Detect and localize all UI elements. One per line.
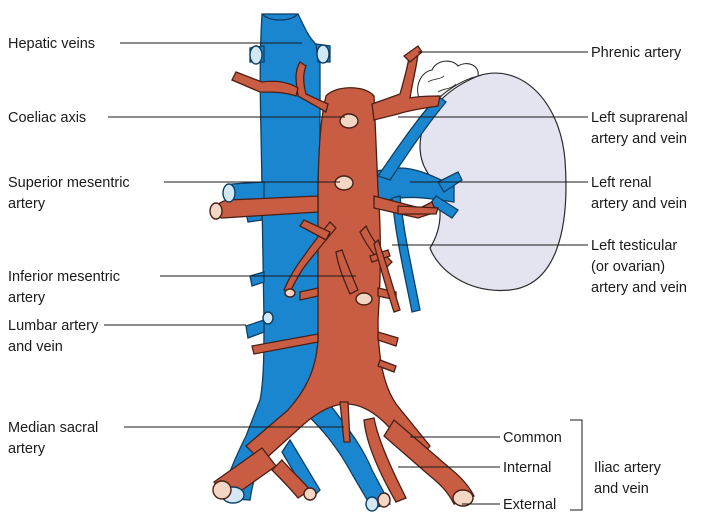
label-phrenic-artery: Phrenic artery bbox=[591, 45, 682, 61]
label-suprarenal: Left suprarenal bbox=[591, 110, 688, 126]
label-inferior-mesenteric: Inferior mesentric bbox=[8, 269, 120, 285]
label-superior-mesenteric: Superior mesentric bbox=[8, 175, 130, 191]
label-lumbar-2: and vein bbox=[8, 339, 63, 355]
label-renal-2: artery and vein bbox=[591, 196, 687, 212]
label-testicular: Left testicular bbox=[591, 238, 677, 254]
label-median-sacral-2: artery bbox=[8, 441, 46, 457]
label-median-sacral: Median sacral bbox=[8, 420, 98, 436]
label-inferior-mesenteric-2: artery bbox=[8, 290, 46, 306]
left-labels: Hepatic veins Coeliac axis Superior mese… bbox=[8, 36, 130, 457]
label-coeliac-axis: Coeliac axis bbox=[8, 110, 86, 126]
label-hepatic-veins: Hepatic veins bbox=[8, 36, 95, 52]
label-iliac-2: and vein bbox=[594, 481, 649, 497]
label-superior-mesenteric-2: artery bbox=[8, 196, 46, 212]
label-iliac: Iliac artery bbox=[594, 460, 662, 476]
label-internal: Internal bbox=[503, 460, 551, 476]
lumbar-veins bbox=[246, 208, 264, 338]
label-lumbar: Lumbar artery bbox=[8, 318, 99, 334]
label-renal: Left renal bbox=[591, 175, 651, 191]
label-external: External bbox=[503, 497, 556, 513]
label-testicular-2: (or ovarian) bbox=[591, 259, 665, 275]
phrenic-artery-branch bbox=[404, 46, 422, 62]
label-suprarenal-2: artery and vein bbox=[591, 131, 687, 147]
label-testicular-3: artery and vein bbox=[591, 280, 687, 296]
label-common: Common bbox=[503, 430, 562, 446]
